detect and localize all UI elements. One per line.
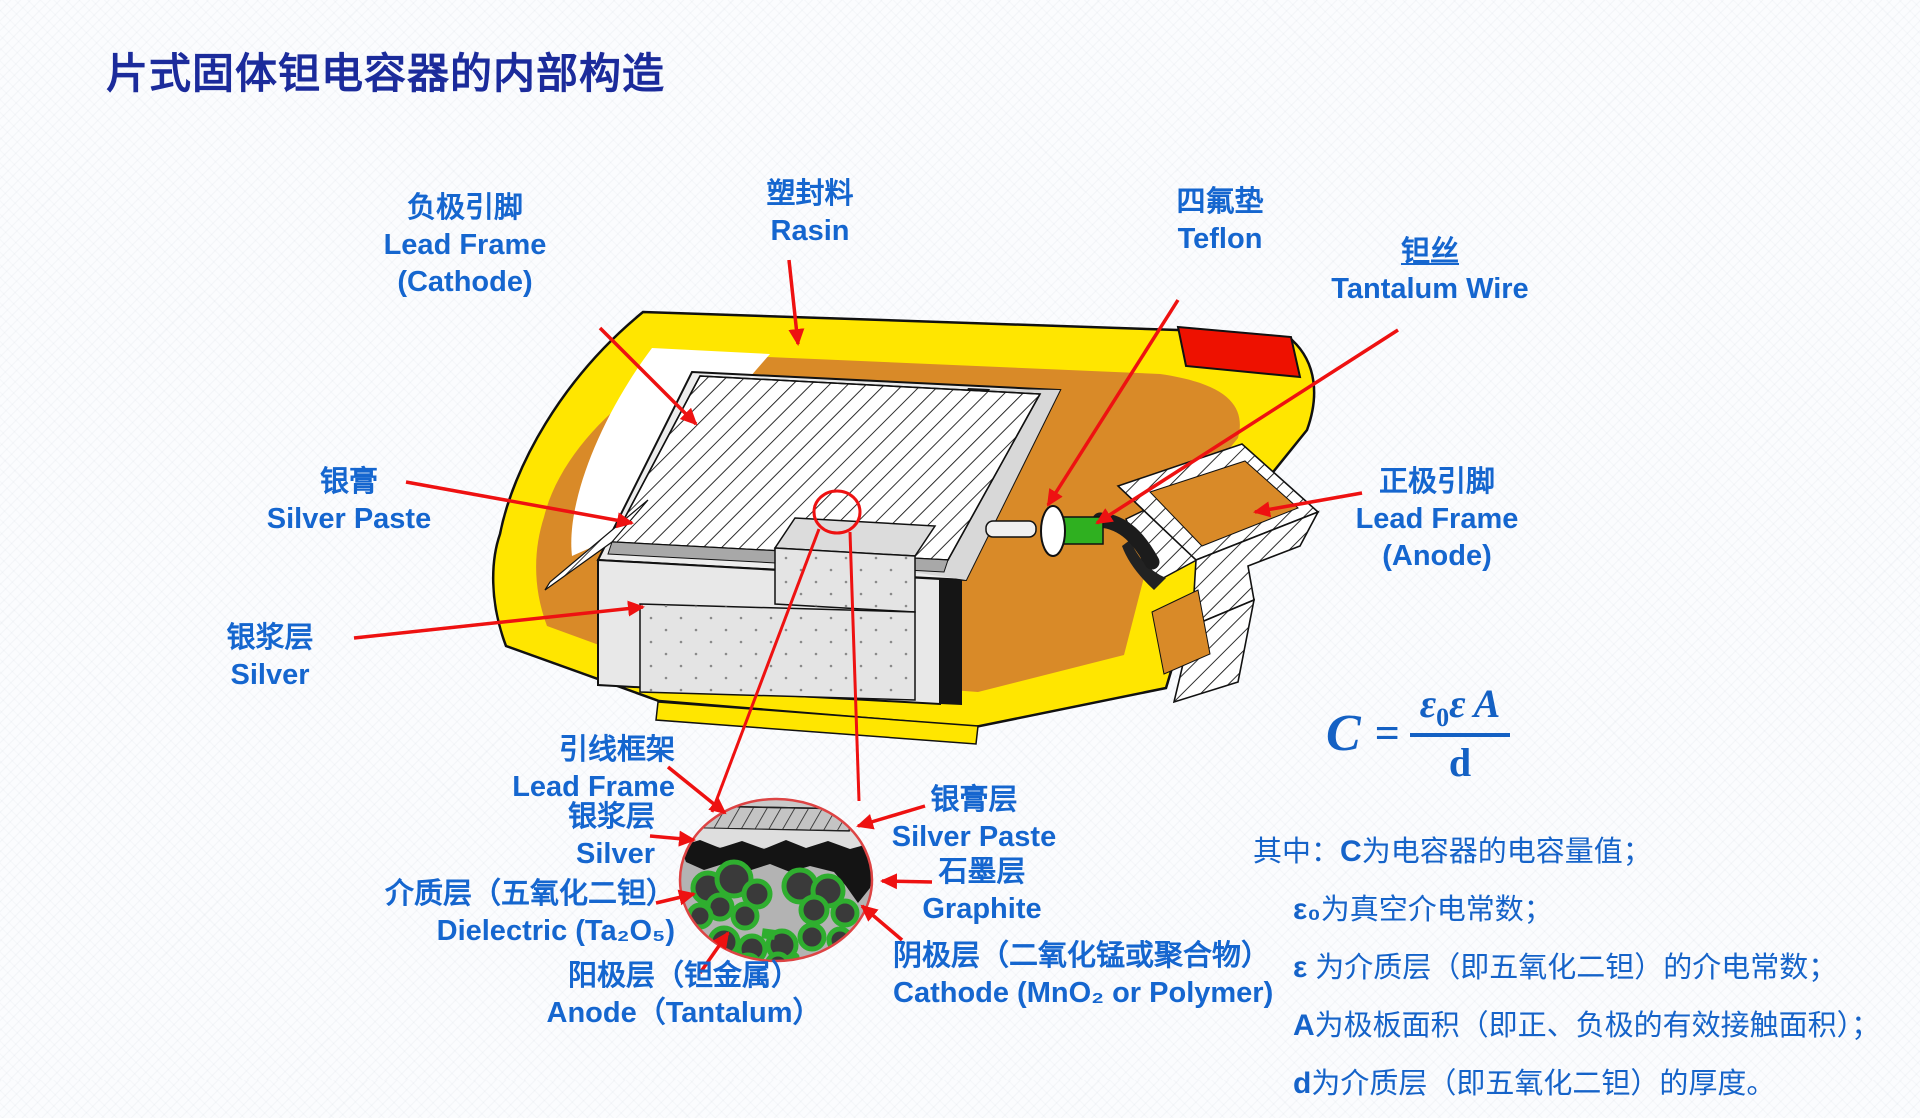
label-cn: 负极引脚 bbox=[406, 192, 523, 224]
label-cathode-lead-frame: 负极引脚 Lead Frame (Cathode) bbox=[320, 190, 610, 301]
label-cn: 四氟垫 bbox=[1176, 186, 1264, 218]
arrow-zoom-anode bbox=[698, 931, 730, 975]
label-cn: 正极引脚 bbox=[1378, 466, 1495, 498]
label-cn: 银浆层 bbox=[226, 622, 314, 654]
label-cn: 阴极层（二氧化锰或聚合物） bbox=[893, 940, 1271, 972]
arrow-zoom-cathode bbox=[860, 904, 904, 942]
capacitance-formula: C = ε0ε A d bbox=[1326, 680, 1511, 786]
label-cn: 引线框架 bbox=[558, 734, 675, 766]
label-cn: 钽丝 bbox=[1400, 236, 1459, 268]
arrow-zoom-silver bbox=[649, 830, 696, 847]
silver-block bbox=[639, 517, 937, 701]
capacitor-illustration bbox=[353, 259, 1399, 975]
label-cn: 银膏层 bbox=[930, 784, 1018, 816]
graphite-band bbox=[680, 840, 872, 903]
label-en: Silver Paste bbox=[266, 503, 432, 535]
label-en: Lead Frame bbox=[1355, 503, 1519, 535]
note-line: A为极板面积（即正、负极的有效接触面积）； bbox=[1293, 1009, 1881, 1042]
label-zoom-anode: 阳极层（钽金属） Anode（Tantalum） bbox=[538, 958, 830, 1032]
label-en: Silver Paste bbox=[891, 821, 1057, 853]
red-highlight-circle bbox=[812, 489, 862, 535]
formula-equals: = bbox=[1374, 708, 1400, 758]
arrow-anode-lead bbox=[1253, 491, 1363, 518]
formula-numerator: ε0ε A bbox=[1419, 681, 1501, 732]
label-en: Anode（Tantalum） bbox=[546, 997, 822, 1029]
label-cn: 银浆层 bbox=[567, 801, 655, 833]
label-silver-paste: 银膏 Silver Paste bbox=[228, 464, 470, 538]
arrow-zoom-silver-paste bbox=[856, 804, 926, 830]
label-zoom-dielectric: 介质层（五氧化二钽） Dielectric (Ta₂O₅) bbox=[338, 876, 675, 950]
label-cn: 介质层（五氧化二钽） bbox=[384, 878, 675, 910]
label-anode-lead-frame: 正极引脚 Lead Frame (Anode) bbox=[1323, 464, 1551, 575]
zoom-circle bbox=[678, 797, 874, 963]
label-en: Graphite bbox=[922, 893, 1042, 925]
polarity-mark bbox=[1176, 325, 1302, 379]
slide: 片式固体钽电容器的内部构造 负极引脚 Lead Frame (Cathode) … bbox=[106, 50, 1880, 1100]
label-cn: 塑封料 bbox=[766, 178, 854, 210]
page-title: 片式固体钽电容器的内部构造 bbox=[106, 50, 666, 97]
label-en: Silver bbox=[230, 659, 310, 691]
label-cn: 阳极层（钽金属） bbox=[567, 960, 800, 992]
arrow-zoom-dielectric bbox=[655, 889, 696, 906]
label-en: Dielectric (Ta₂O₅) bbox=[436, 915, 675, 947]
label-teflon: 四氟垫 Teflon bbox=[1128, 184, 1312, 258]
note-line: ε 为介质层（即五氧化二钽）的介电常数； bbox=[1293, 951, 1838, 984]
label-en: Silver bbox=[576, 838, 655, 870]
label-en: Lead Frame bbox=[383, 229, 547, 261]
note-line: ε₀为真空介电常数； bbox=[1293, 893, 1553, 926]
label-zoom-silver: 银浆层 Silver bbox=[468, 799, 655, 873]
arrow-zoom-graphite bbox=[880, 873, 933, 890]
formula-fraction: ε0ε A d bbox=[1409, 680, 1511, 786]
label-zoom-cathode: 阴极层（二氧化锰或聚合物） Cathode (MnO₂ or Polymer) bbox=[893, 938, 1313, 1012]
arrow-silver-paste bbox=[405, 480, 634, 529]
arrow-cathode-lead bbox=[598, 326, 698, 426]
label-en: Rasin bbox=[770, 215, 850, 247]
label-tantalum-wire: 钽丝 Tantalum Wire bbox=[1278, 234, 1582, 308]
teflon-washer bbox=[1040, 505, 1066, 557]
label-zoom-lead-frame: 引线框架 Lead Frame bbox=[438, 732, 675, 806]
zoom-leader-lines bbox=[710, 489, 862, 813]
bottom-lead-tab bbox=[655, 701, 979, 745]
label-cn: 石墨层 bbox=[938, 856, 1026, 888]
label-resin: 塑封料 Rasin bbox=[718, 176, 902, 250]
label-en: (Anode) bbox=[1382, 540, 1492, 572]
label-cn: 银膏 bbox=[319, 466, 378, 498]
arrow-zoom-lead-frame bbox=[666, 765, 727, 815]
formula-denominator: d bbox=[1409, 733, 1511, 786]
label-en: (Cathode) bbox=[397, 266, 533, 298]
formula-notes: 其中：C为电容器的电容量值； ε₀为真空介电常数； ε 为介质层（即五氧化二钽）… bbox=[1253, 828, 1913, 1118]
formula-C: C bbox=[1326, 704, 1361, 762]
label-en: Lead Frame bbox=[512, 771, 675, 803]
note-line: 其中：C为电容器的电容量值； bbox=[1253, 835, 1652, 868]
arrow-silver bbox=[353, 600, 645, 640]
label-zoom-silver-paste: 银膏层 Silver Paste bbox=[868, 782, 1080, 856]
label-en: Teflon bbox=[1177, 223, 1263, 255]
wire-stub bbox=[985, 520, 1037, 538]
arrow-teflon bbox=[1046, 299, 1180, 507]
annotation-arrows bbox=[353, 259, 1399, 975]
label-silver-layer: 银浆层 Silver bbox=[178, 620, 362, 694]
label-zoom-graphite: 石墨层 Graphite bbox=[898, 854, 1066, 928]
arrow-resin bbox=[787, 259, 805, 346]
label-en: Cathode (MnO₂ or Polymer) bbox=[893, 977, 1274, 1009]
note-line: d为介质层（即五氧化二钽）的厚度。 bbox=[1293, 1067, 1776, 1100]
arrow-tantalum-wire bbox=[1095, 328, 1399, 525]
label-en: Tantalum Wire bbox=[1331, 273, 1529, 305]
